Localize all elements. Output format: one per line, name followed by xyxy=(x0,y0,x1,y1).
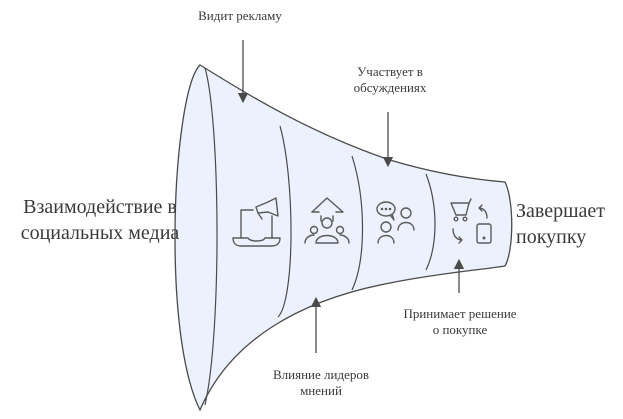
cart-phone-icon xyxy=(450,198,492,244)
stage-label-line: обсуждениях xyxy=(353,80,427,96)
end-label-line-2: покупку xyxy=(516,226,587,248)
stage-separator-2 xyxy=(277,125,292,318)
stage-label-line: Влияние лидеров xyxy=(273,367,369,382)
discussion-people-icon xyxy=(376,201,415,244)
end-label: Завершает покупку xyxy=(516,198,608,250)
influencer-group-icon xyxy=(304,197,350,244)
stage-label-decision: Принимает решение о покупке xyxy=(380,306,540,339)
stage-separator-3 xyxy=(351,155,364,291)
laptop-megaphone-icon xyxy=(232,197,281,247)
stage-label-line: Принимает решение xyxy=(403,306,517,321)
stage-label-discussions: Участвует в обсуждениях xyxy=(330,64,450,97)
stage-label-sees-ad: Видит рекламу xyxy=(170,8,310,24)
stage-separator-4 xyxy=(425,173,436,271)
stage-label-line: мнений xyxy=(300,383,342,399)
stage-label-line: о покупке xyxy=(432,322,488,338)
stage-label-line: Участвует в xyxy=(357,64,423,79)
start-label: Взаимодействие в социальных медиа xyxy=(10,194,190,246)
stage-separator-1 xyxy=(204,67,218,406)
stage-label-line: Видит рекламу xyxy=(198,8,282,23)
end-label-line-1: Завершает xyxy=(516,200,605,222)
funnel-body xyxy=(174,64,513,412)
start-label-line-1: Взаимодействие в xyxy=(23,196,177,218)
start-label-line-2: социальных медиа xyxy=(20,222,180,244)
stage-label-opinion-leaders: Влияние лидеров мнений xyxy=(236,367,406,400)
